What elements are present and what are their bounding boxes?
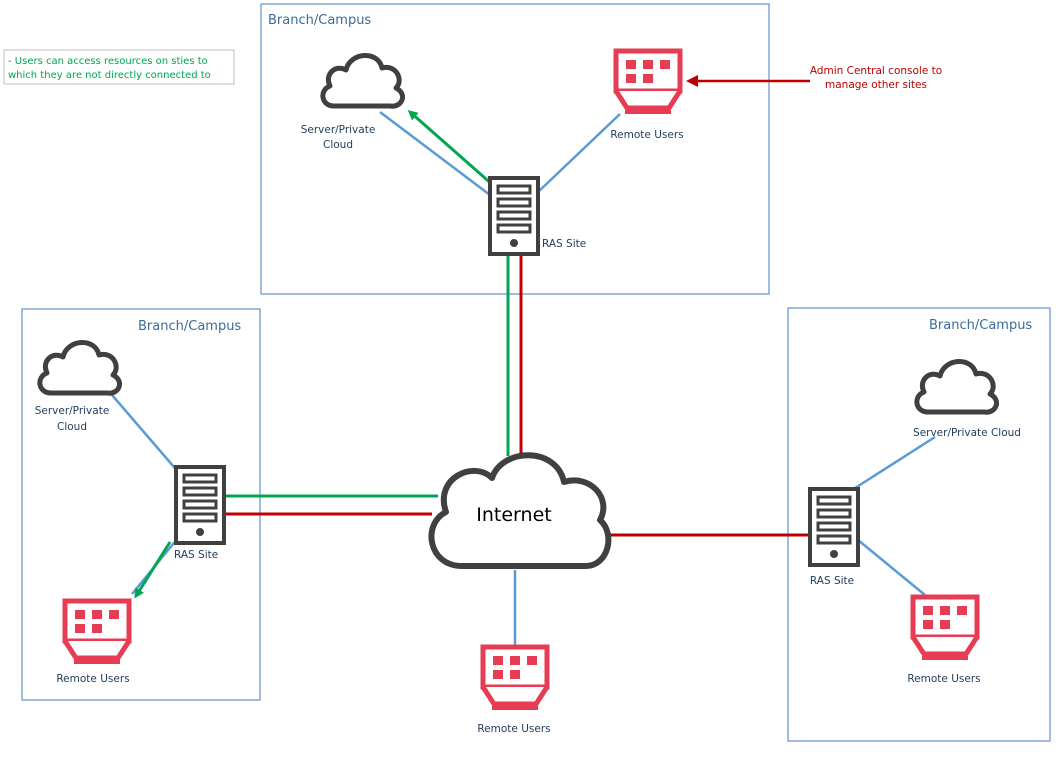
remote-users-icon-left — [65, 601, 129, 662]
ras-label-left: RAS Site — [174, 549, 218, 561]
server-icon-left — [174, 465, 226, 545]
annotation-line-2: manage other sites — [825, 79, 927, 91]
cloud-icon-left — [40, 342, 120, 393]
ras-label-top: RAS Site — [542, 238, 586, 250]
note-line-1: - Users can access resources on sties to — [8, 56, 208, 67]
cloud-label-left-2: Cloud — [57, 421, 87, 433]
site-title-left: Branch/Campus — [138, 319, 241, 334]
site-box-left: Branch/Campus — [21, 308, 261, 701]
internet-cloud-icon — [428, 452, 612, 569]
users-label-top: Remote Users — [610, 129, 683, 141]
ras-label-right: RAS Site — [810, 575, 854, 587]
link-right-ras-users — [857, 539, 926, 596]
cloud-icon-top — [323, 55, 403, 106]
cloud-icon-right — [917, 361, 997, 412]
site-box-top: Branch/Campus — [260, 3, 770, 295]
remote-users-icon-central — [483, 647, 547, 708]
annotation-line-1: Admin Central console to — [810, 65, 942, 77]
cloud-label-top-1: Server/Private — [301, 124, 376, 136]
note-line-2: which they are not directly connected to — [8, 70, 211, 81]
cloud-label-right: Server/Private Cloud — [913, 427, 1021, 439]
cloud-label-left-1: Server/Private — [35, 405, 110, 417]
link-right-ras-cloud — [851, 435, 936, 492]
internet-label: Internet — [476, 504, 551, 526]
link-left-cloud-ras — [111, 394, 181, 475]
access-arrow-top — [407, 110, 495, 188]
site-title-top: Branch/Campus — [268, 13, 371, 28]
link-top-users-ras — [537, 113, 621, 193]
access-arrow-left — [134, 541, 172, 599]
users-label-central: Remote Users — [477, 723, 550, 735]
users-label-left: Remote Users — [56, 673, 129, 685]
remote-users-icon-right — [913, 597, 977, 658]
link-top-cloud-ras — [379, 111, 491, 196]
site-title-right: Branch/Campus — [929, 318, 1032, 333]
server-icon-top — [488, 176, 540, 256]
server-icon-right — [808, 487, 860, 567]
remote-users-icon-top — [616, 51, 680, 112]
info-note: - Users can access resources on sties to… — [3, 49, 235, 85]
internet-cloud: Internet — [428, 452, 612, 569]
users-label-right: Remote Users — [907, 673, 980, 685]
cloud-label-top-2: Cloud — [323, 139, 353, 151]
site-box-right: Branch/Campus — [787, 307, 1051, 742]
